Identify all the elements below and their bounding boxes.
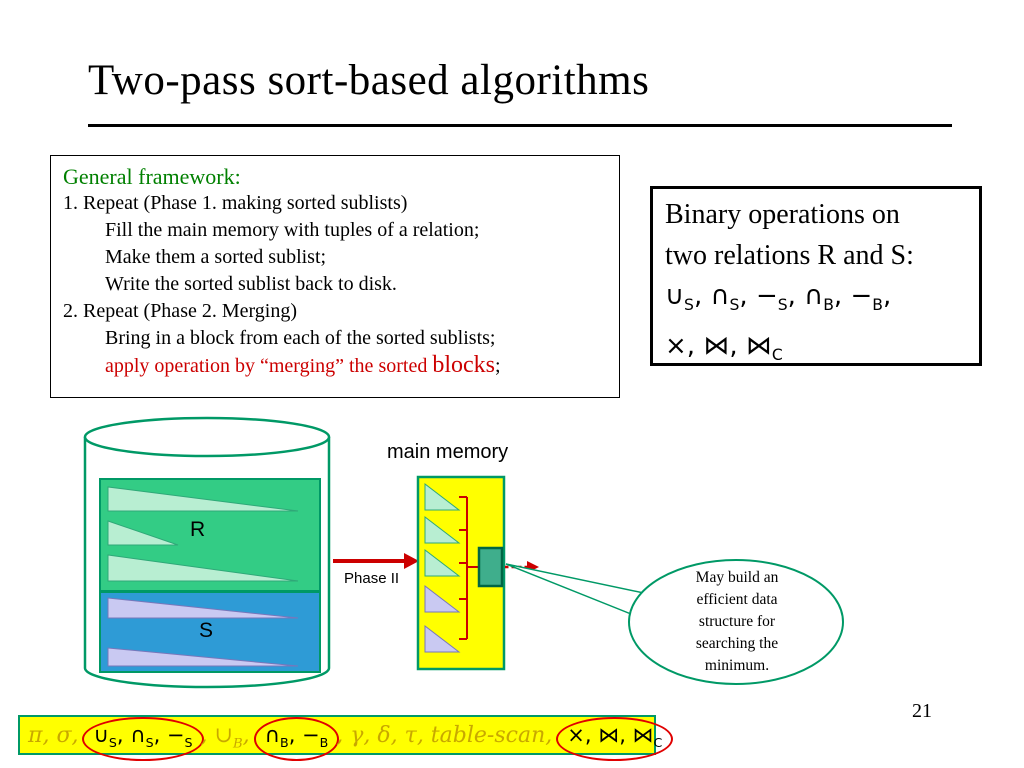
sorted-run-wedge-s2 bbox=[107, 647, 299, 667]
binary-ops-row-1: ∪S, ∩S, −S, ∩B, −B, bbox=[665, 281, 892, 315]
framework-line-2: Fill the main memory with tuples of a re… bbox=[105, 219, 480, 241]
operator-group-grouping-faded: , γ, δ, τ, table-scan, bbox=[336, 723, 560, 748]
operator-group-bag-ops-circled: ∩B, −B bbox=[253, 717, 340, 762]
relation-r-label: R bbox=[190, 518, 206, 541]
framework-line-6: Bring in a block from each of the sorted… bbox=[105, 327, 496, 349]
merge-connector-lines bbox=[459, 496, 479, 640]
phase2-label: Phase II bbox=[344, 570, 400, 587]
operator-group-bag-union-faded: , ∪B, bbox=[200, 723, 257, 752]
memory-run-wedge-3 bbox=[424, 548, 461, 577]
relation-s-label: S bbox=[199, 619, 214, 642]
output-arrow-head bbox=[527, 561, 539, 573]
framework-line-5: 2. Repeat (Phase 2. Merging) bbox=[63, 300, 298, 322]
sorted-run-wedge-r1 bbox=[107, 486, 299, 512]
binary-operations-box: Binary operations on two relations R and… bbox=[650, 186, 982, 366]
operator-group-set-ops-circled: ∪S, ∩S, −S bbox=[82, 717, 204, 762]
framework-heading: General framework: bbox=[63, 164, 241, 189]
general-framework-box: General framework: 1. Repeat (Phase 1. m… bbox=[50, 155, 620, 398]
binary-ops-row-2: ×, ⋈, ⋈C bbox=[665, 331, 783, 365]
red-line-prefix: apply operation by “merging” the sorted bbox=[105, 355, 433, 377]
callout-tail bbox=[505, 563, 660, 621]
phase2-arrow-head bbox=[404, 553, 419, 569]
red-line-emphasis: blocks bbox=[432, 352, 495, 378]
disk-cylinder-top bbox=[83, 416, 331, 458]
operator-group-unary-faded: π, σ, bbox=[28, 723, 86, 748]
binary-box-line-2: two relations R and S: bbox=[665, 240, 914, 271]
framework-red-line: apply operation by “merging” the sorted … bbox=[63, 352, 607, 380]
callout-text: May build an efficient data structure fo… bbox=[695, 569, 779, 674]
main-memory-label: main memory bbox=[387, 441, 509, 463]
operator-list-bar: π, σ, ∪S, ∩S, −S, ∪B, ∩B, −B, γ, δ, τ, t… bbox=[18, 715, 674, 762]
memory-run-wedge-1 bbox=[424, 482, 461, 511]
red-line-suffix: ; bbox=[495, 355, 501, 377]
memory-run-wedge-4 bbox=[424, 584, 461, 613]
disk-cylinder-body bbox=[83, 437, 331, 689]
framework-line-4: Write the sorted sublist back to disk. bbox=[105, 273, 397, 295]
output-buffer-box bbox=[477, 546, 504, 588]
sorted-run-wedge-r3 bbox=[107, 554, 299, 582]
binary-box-line-1: Binary operations on bbox=[665, 199, 900, 230]
sorted-run-wedge-s1 bbox=[107, 597, 299, 619]
main-memory-box bbox=[416, 475, 506, 671]
framework-line-3: Make them a sorted sublist; bbox=[105, 246, 327, 268]
memory-run-wedge-2 bbox=[424, 515, 461, 544]
framework-line-1: 1. Repeat (Phase 1. making sorted sublis… bbox=[63, 192, 408, 214]
page-number: 21 bbox=[912, 700, 932, 722]
operator-group-join-ops-circled: ×, ⋈, ⋈C bbox=[556, 717, 674, 762]
title-underline bbox=[88, 124, 952, 127]
relation-r-box bbox=[99, 478, 321, 592]
memory-run-wedge-5 bbox=[424, 624, 461, 653]
slide-title: Two-pass sort-based algorithms bbox=[88, 57, 650, 104]
sorted-run-wedge-r2 bbox=[107, 520, 179, 546]
